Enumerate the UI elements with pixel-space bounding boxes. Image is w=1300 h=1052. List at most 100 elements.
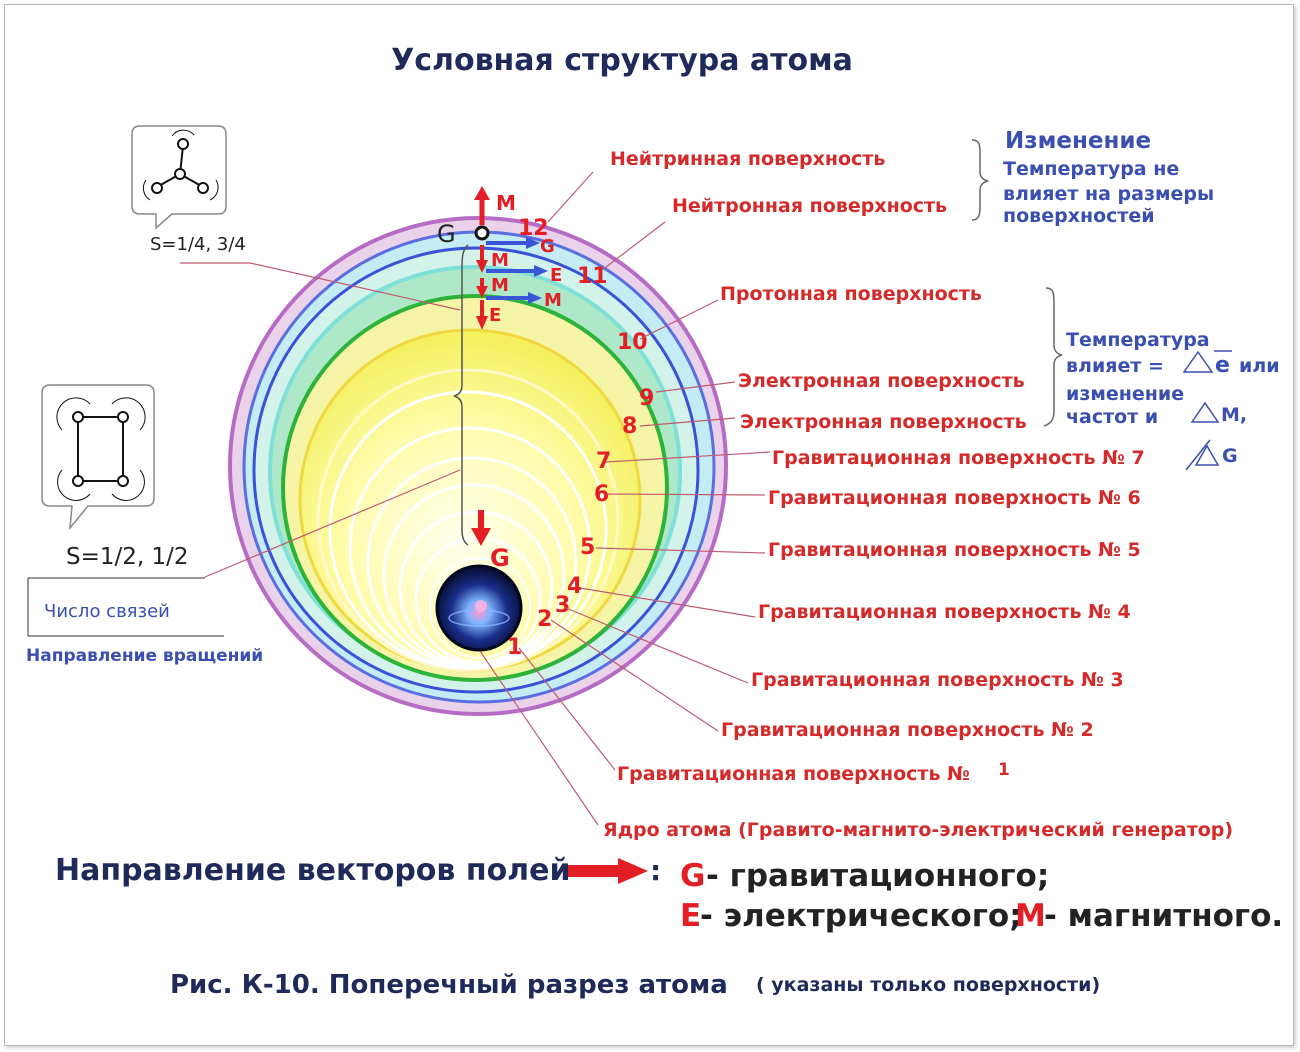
- leader-nucleus: [479, 650, 599, 826]
- shell-number-11: 11: [577, 264, 608, 289]
- label-neutron-surface: Нейтронная поверхность: [672, 195, 947, 217]
- label-electron-surface-9: Электронная поверхность: [738, 370, 1025, 392]
- leader-lines: [479, 171, 771, 826]
- note-change-line2: влияет на размеры: [1003, 183, 1214, 205]
- spin-label-quarter: S=1/4, 3/4: [150, 234, 246, 255]
- rotation-arc-left-icon: [142, 179, 151, 201]
- shell-bracket: [453, 244, 469, 546]
- arrow-m-down-head: [476, 260, 488, 273]
- surface-labels: Нейтринная поверхность Нейтронная поверх…: [603, 148, 1233, 841]
- arrow-e-right-head: [534, 265, 548, 277]
- page-frame: [4, 4, 1294, 1046]
- bond-node-right: [197, 182, 209, 194]
- leader-neutrino: [547, 171, 594, 223]
- shell-number-12: 12: [518, 216, 549, 241]
- spin-leader-lines: [180, 262, 461, 578]
- label-neutrino-surface: Нейтринная поверхность: [610, 148, 885, 170]
- legend-e-letter: E: [680, 898, 701, 934]
- brace-temperature: [1043, 287, 1063, 427]
- shell-number-7: 7: [596, 449, 611, 474]
- bond-node-br: [117, 475, 129, 487]
- note-change-line1: Температура не: [1003, 158, 1179, 180]
- vector-letter-m3: M: [491, 275, 509, 296]
- label-gravity-surface-7: Гравитационная поверхность № 7: [772, 447, 1145, 469]
- label-nucleus: Ядро атома (Гравито-магнито-электрически…: [603, 819, 1233, 841]
- note-temp-line3: изменение: [1066, 383, 1184, 405]
- notes-blue: Изменение Температура не влияет на разме…: [1003, 128, 1280, 467]
- arrow-m-up-head: [474, 186, 490, 200]
- shell-number-5: 5: [580, 535, 595, 560]
- g-label-black: G: [437, 220, 456, 248]
- leader-electron-9: [655, 381, 736, 393]
- legend-g-text: - гравитационного;: [706, 858, 1049, 894]
- shell-number-1: 1: [507, 635, 522, 660]
- arrow-g-right-head: [526, 237, 540, 249]
- shell-number-10: 10: [617, 330, 648, 355]
- legend-e-text: - электрического;: [700, 898, 1022, 934]
- delta-icon-g: [1194, 444, 1220, 466]
- label-gravity-surface-5: Гравитационная поверхность № 5: [768, 539, 1141, 561]
- bond-node-tr: [117, 411, 129, 423]
- vector-letter-g-blue: G: [540, 236, 555, 257]
- gravity-shell-7: [316, 368, 620, 672]
- vector-letter-m1: M: [496, 191, 516, 215]
- leader-grav-1: [518, 647, 616, 771]
- note-temp-line4a: частот и: [1066, 406, 1158, 428]
- label-bonds-count: Число связей: [44, 601, 170, 622]
- leader-grav-2: [550, 619, 719, 732]
- brace-change: [971, 139, 989, 221]
- label-electron-surface-8: Электронная поверхность: [740, 411, 1027, 433]
- delta-icon-e: [1182, 350, 1214, 373]
- atom-shells: [228, 216, 728, 716]
- spin-box-half: [41, 384, 155, 531]
- shell-number-6: 6: [594, 482, 609, 507]
- shell-number-9: 9: [639, 386, 654, 411]
- rotation-arc-br-icon: [111, 469, 145, 501]
- surface-point: [474, 225, 490, 241]
- note-temp-line4b: M,: [1221, 404, 1247, 426]
- leader-grav-4: [579, 587, 756, 618]
- leader-neutron: [601, 221, 666, 271]
- spin-box-quarter: [131, 125, 227, 230]
- leader-grav-3: [565, 607, 749, 684]
- spin-label-half: S=1/2, 1/2: [66, 544, 189, 570]
- vector-letter-m2: M: [491, 250, 509, 271]
- label-gravity-surface-1-number: 1: [998, 760, 1010, 780]
- spin-box-half-frame: [41, 384, 155, 531]
- diagram-title: Условная структура атома: [391, 43, 853, 78]
- note-temp-line5: G: [1222, 445, 1238, 467]
- arrow-m2-down-head: [476, 286, 488, 298]
- legend-arrow-icon: [618, 858, 648, 884]
- bond-node-top: [177, 138, 189, 150]
- arrow-g-down-head: [471, 528, 491, 546]
- note-change-line3: поверхностей: [1003, 205, 1155, 227]
- rotation-arc-tr-icon: [111, 397, 146, 431]
- gravity-shell-5: [348, 426, 592, 670]
- leader-s-quarter: [180, 262, 461, 311]
- right-braces: [971, 139, 1063, 427]
- nucleus: [435, 564, 523, 652]
- legend-colon: :: [650, 854, 661, 887]
- legend-g-letter: G: [680, 858, 705, 894]
- label-gravity-surface-4: Гравитационная поверхность № 4: [758, 601, 1131, 623]
- rotation-arc-right-icon: [209, 179, 219, 201]
- shell-numbers: 12 11 10 9 8 7 6 5 4 3 2 1: [507, 216, 654, 660]
- arrow-e-down-head: [476, 316, 488, 330]
- note-temp-line1: Температура: [1066, 329, 1210, 351]
- shell-number-4: 4: [567, 574, 582, 599]
- bond-node-left: [151, 182, 163, 194]
- vector-letter-m-blue: M: [544, 290, 562, 311]
- vector-letter-e-red: E: [489, 305, 501, 326]
- gravity-shell-2: [398, 510, 554, 666]
- label-gravity-surface-1: Гравитационная поверхность №: [617, 763, 970, 785]
- bond-square: [77, 416, 124, 482]
- bracket-line: [453, 244, 469, 546]
- note-temp-line2b: или: [1239, 355, 1280, 377]
- label-gravity-surface-6: Гравитационная поверхность № 6: [768, 487, 1141, 509]
- shell-number-3: 3: [555, 593, 570, 618]
- delta-g-slash: [1185, 439, 1211, 471]
- leader-electron-8: [639, 417, 736, 427]
- bond-node-center: [174, 168, 186, 180]
